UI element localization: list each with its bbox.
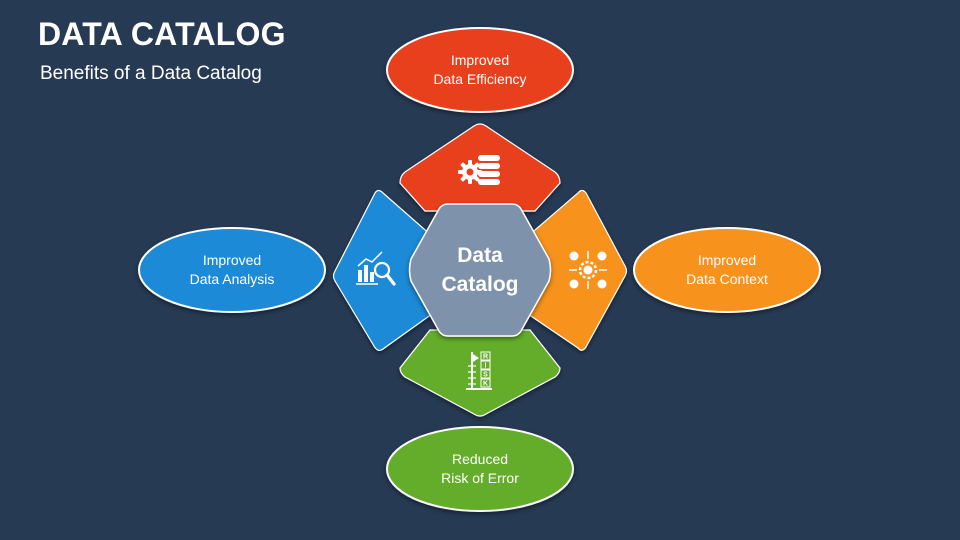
benefit-top-label: Improved Data Efficiency: [390, 51, 570, 89]
risk-letter-k: K: [483, 381, 488, 388]
benefit-right-label: Improved Data Context: [637, 251, 817, 289]
oval-right: [633, 227, 821, 313]
page-subtitle: Benefits of a Data Catalog: [40, 63, 262, 84]
chart-magnifier-icon: [356, 251, 396, 286]
benefit-left-line1: Improved: [202, 252, 262, 268]
diamond-right: [527, 189, 628, 351]
benefit-right-line1: Improved: [697, 252, 757, 268]
benefit-right-line2: Data Context: [686, 271, 768, 287]
risk-letter-r: R: [483, 354, 488, 361]
benefit-left-label: Improved Data Analysis: [142, 251, 322, 289]
oval-top: [386, 27, 574, 113]
diamond-left: [332, 189, 433, 352]
page-title: DATA CATALOG: [38, 16, 286, 52]
oval-left: [138, 227, 326, 313]
diamond-bottom: [399, 329, 561, 417]
database-gear-icon: [458, 155, 500, 185]
risk-letter-i: I: [485, 363, 487, 370]
benefit-top-line1: Improved: [450, 52, 510, 68]
gear-network-icon: [569, 251, 607, 289]
benefit-top-line2: Data Efficiency: [433, 71, 527, 87]
benefit-left-line2: Data Analysis: [189, 271, 275, 287]
center-label: Data Catalog: [410, 241, 550, 299]
risk-meter-icon: R I S K: [466, 351, 492, 390]
benefit-bottom-line2: Risk of Error: [441, 470, 519, 486]
center-label-line2: Catalog: [441, 273, 519, 296]
benefit-bottom-line1: Reduced: [451, 451, 509, 467]
center-hexagon: [408, 203, 552, 337]
oval-bottom: [386, 426, 574, 512]
risk-letter-s: S: [483, 372, 488, 379]
benefit-bottom-label: Reduced Risk of Error: [390, 450, 570, 488]
center-label-line1: Data: [457, 244, 503, 267]
